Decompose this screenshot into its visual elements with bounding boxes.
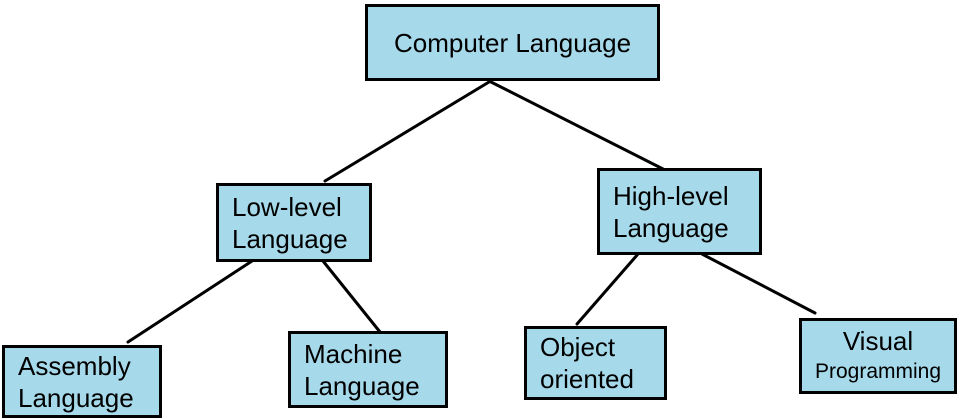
node-machine-language: Machine Language [288,331,448,408]
node-low-level-language: Low-level Language [216,183,372,262]
node-computer-language: Computer Language [365,4,660,81]
node-object-oriented: Object oriented [524,326,667,400]
node-high-level-language: High-level Language [597,168,762,255]
node-label-line2: Language [232,223,348,254]
node-label-line2: Language [18,382,134,413]
node-label-line1: High-level [613,180,729,211]
node-label-line2: Language [304,370,420,401]
node-label-line1: Machine [304,338,403,369]
node-label-line1: Object [540,332,616,362]
edge-low-machine [321,259,382,334]
edge-high-visual [700,252,817,315]
node-label-line2: Programming [814,360,942,383]
node-label-line1: Low-level [232,191,342,222]
edge-root-high [489,80,665,171]
node-label-line2: oriented [540,364,634,394]
edge-root-low [323,80,491,183]
node-assembly-language: Assembly Language [2,345,162,418]
edge-low-assembly [126,259,254,344]
node-label-line1: Assembly [18,350,131,381]
node-label: Computer Language [393,27,632,58]
node-label-line1: Visual [842,326,914,356]
edge-high-object [575,252,640,326]
node-label-line2: Language [613,212,729,243]
node-visual-programming: Visual Programming [799,318,957,394]
